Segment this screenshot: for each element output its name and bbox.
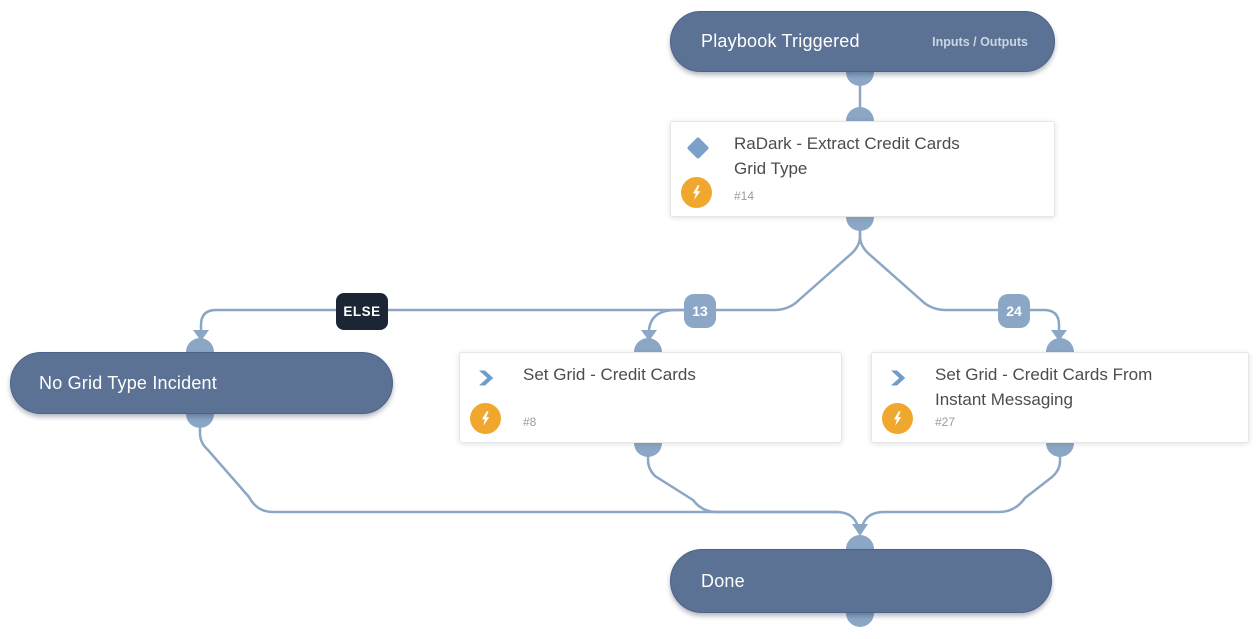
done-node[interactable]: Done [670, 549, 1052, 613]
task-title: RaDark - Extract Credit Cards Grid Type [734, 134, 960, 178]
task-title: Set Grid - Credit Cards [523, 365, 696, 384]
branch-label-24: 24 [998, 294, 1030, 328]
task-title: Set Grid - Credit Cards From Instant Mes… [935, 365, 1153, 409]
set-grid-credit-cards-im-card[interactable]: Set Grid - Credit Cards From Instant Mes… [871, 352, 1249, 443]
playbook-triggered-node[interactable]: Playbook Triggered Inputs / Outputs [670, 11, 1055, 72]
task-chevron-icon [888, 368, 910, 390]
set-grid-credit-cards-card[interactable]: Set Grid - Credit Cards #8 [459, 352, 842, 443]
condition-task-card[interactable]: RaDark - Extract Credit Cards Grid Type … [670, 121, 1055, 217]
branch-label-13: 13 [684, 294, 716, 328]
task-id: #8 [523, 415, 537, 429]
automation-lightning-icon [470, 403, 501, 434]
no-grid-type-incident-node[interactable]: No Grid Type Incident [10, 352, 393, 414]
node-title: Done [701, 570, 745, 591]
node-title: Playbook Triggered [701, 31, 860, 51]
task-chevron-icon [476, 368, 498, 390]
automation-lightning-icon [882, 403, 913, 434]
automation-lightning-icon [681, 177, 712, 208]
branch-label-else: ELSE [336, 293, 388, 330]
inputs-outputs-link[interactable]: Inputs / Outputs [932, 34, 1028, 49]
task-id: #14 [734, 189, 755, 203]
node-title: No Grid Type Incident [39, 372, 217, 393]
task-id: #27 [935, 415, 956, 429]
condition-diamond-icon [686, 136, 710, 160]
